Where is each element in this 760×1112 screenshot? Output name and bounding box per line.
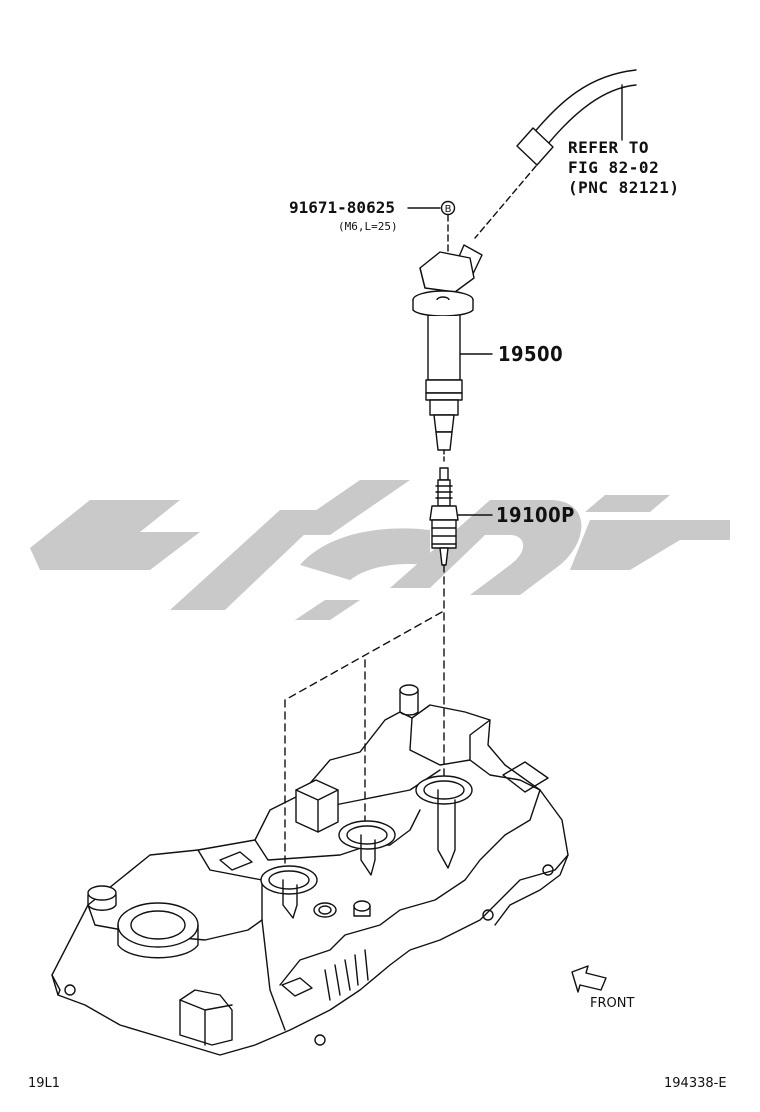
bolt-callout-letter: B xyxy=(445,204,452,215)
front-label: FRONT xyxy=(590,996,635,1011)
footer-right-code: 194338-E xyxy=(664,1076,727,1091)
coil-part-number[interactable]: 19500 xyxy=(498,342,564,366)
ignition-coil xyxy=(412,244,483,463)
footer-left-code: 19L1 xyxy=(28,1076,61,1091)
spark-plug-part-number[interactable]: 19100P xyxy=(496,503,575,527)
refer-note-line-1: REFER TO xyxy=(568,138,650,157)
refer-note-line-3: (PNC 82121) xyxy=(568,178,680,197)
refer-note-line-2: FIG 82-02 xyxy=(568,158,660,177)
bolt-part-number[interactable]: 91671-80625 xyxy=(289,198,395,217)
wire-harness xyxy=(516,69,637,166)
front-arrow-icon xyxy=(571,965,607,993)
watermark-logo xyxy=(30,480,730,620)
cylinder-head-cover xyxy=(51,684,569,1056)
spark-plug xyxy=(429,467,459,566)
bolt-spec: (M6,L=25) xyxy=(338,220,398,233)
